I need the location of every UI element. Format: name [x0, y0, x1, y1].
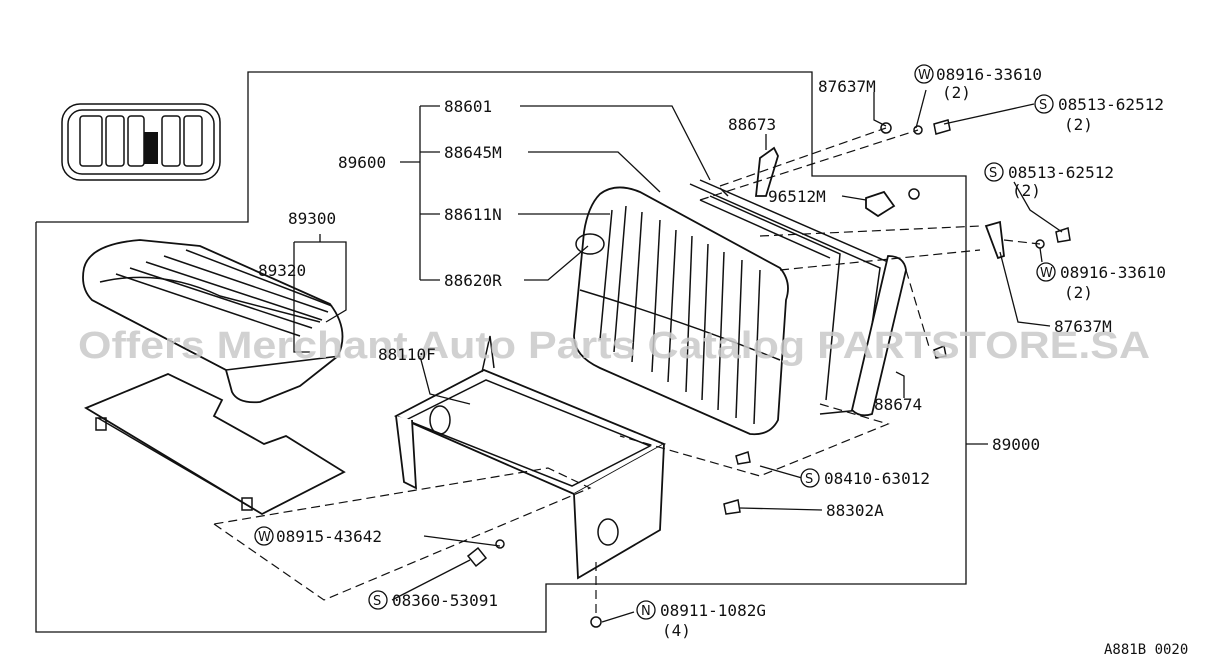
headrest-guide	[755, 146, 779, 197]
washer-symbol	[914, 64, 934, 84]
screw-symbol	[1034, 94, 1054, 114]
label-88674: 88674	[874, 395, 922, 414]
qty-08911: (4)	[662, 621, 691, 640]
label-88673: 88673	[728, 115, 776, 134]
assembly-dashes	[213, 127, 1041, 618]
label-08513-top: 08513-62512	[1058, 95, 1164, 114]
screw-letter-low: S	[805, 472, 813, 487]
assembly-boundary	[35, 71, 967, 633]
label-88601: 88601	[444, 97, 492, 116]
label-88302A: 88302A	[826, 501, 884, 520]
label-96512M: 96512M	[768, 187, 826, 206]
qty-08513-mid: (2)	[1012, 181, 1041, 200]
washer-symbol-mid	[1036, 262, 1056, 282]
label-88611N: 88611N	[444, 205, 502, 224]
nut-letter: N	[641, 604, 651, 619]
seat-back	[573, 186, 789, 436]
washer-letter: W	[918, 68, 931, 83]
screw-letter-bottom: S	[373, 594, 381, 609]
label-88620R: 88620R	[444, 271, 502, 290]
label-89300: 89300	[288, 209, 336, 228]
label-87637M-top: 87637M	[818, 77, 876, 96]
label-89320: 89320	[258, 261, 306, 280]
label-89600: 89600	[338, 153, 386, 172]
label-08916-mid: 08916-33610	[1060, 263, 1166, 282]
label-08915: 08915-43642	[276, 527, 382, 546]
label-08911: 08911-1082G	[660, 601, 766, 620]
washer-letter-mid: W	[1040, 266, 1053, 281]
label-87637M-mid: 87637M	[1054, 317, 1112, 336]
leader-lines	[293, 89, 1063, 623]
vehicle-thumbnail	[61, 103, 221, 181]
screw-symbol-mid	[984, 162, 1004, 182]
qty-08916-mid: (2)	[1064, 283, 1093, 302]
seat-cushion	[82, 239, 344, 404]
washer-symbol-low	[254, 526, 274, 546]
screw-symbol-bottom	[368, 590, 388, 610]
part-labels: 87637M W 08916-33610 (2) S 08513-62512 (…	[254, 64, 1188, 658]
watermark: Offers Merchant Auto Parts Catalog PARTS…	[78, 325, 1150, 367]
side-trim	[851, 255, 907, 417]
label-88645M: 88645M	[444, 143, 502, 162]
screw-letter: S	[1039, 98, 1047, 113]
qty-08513-top: (2)	[1064, 115, 1093, 134]
screw-symbol-low	[800, 468, 820, 488]
nut-symbol	[636, 600, 656, 620]
label-88110F: 88110F	[378, 345, 436, 364]
hinge-bracket	[984, 220, 1005, 260]
label-08360: 08360-53091	[392, 591, 498, 610]
washer-letter-low: W	[258, 530, 271, 545]
label-89000: 89000	[992, 435, 1040, 454]
screw-letter-mid: S	[989, 166, 997, 181]
figure-code: A881B 0020	[1104, 642, 1188, 658]
label-08513-mid: 08513-62512	[1008, 163, 1114, 182]
seat-frame	[393, 335, 667, 580]
qty-08916-top: (2)	[942, 83, 971, 102]
clip-96512M	[865, 190, 896, 218]
fasteners	[466, 119, 1071, 628]
cushion-board	[84, 373, 346, 516]
label-08410: 08410-63012	[824, 469, 930, 488]
label-08916-top: 08916-33610	[936, 65, 1042, 84]
